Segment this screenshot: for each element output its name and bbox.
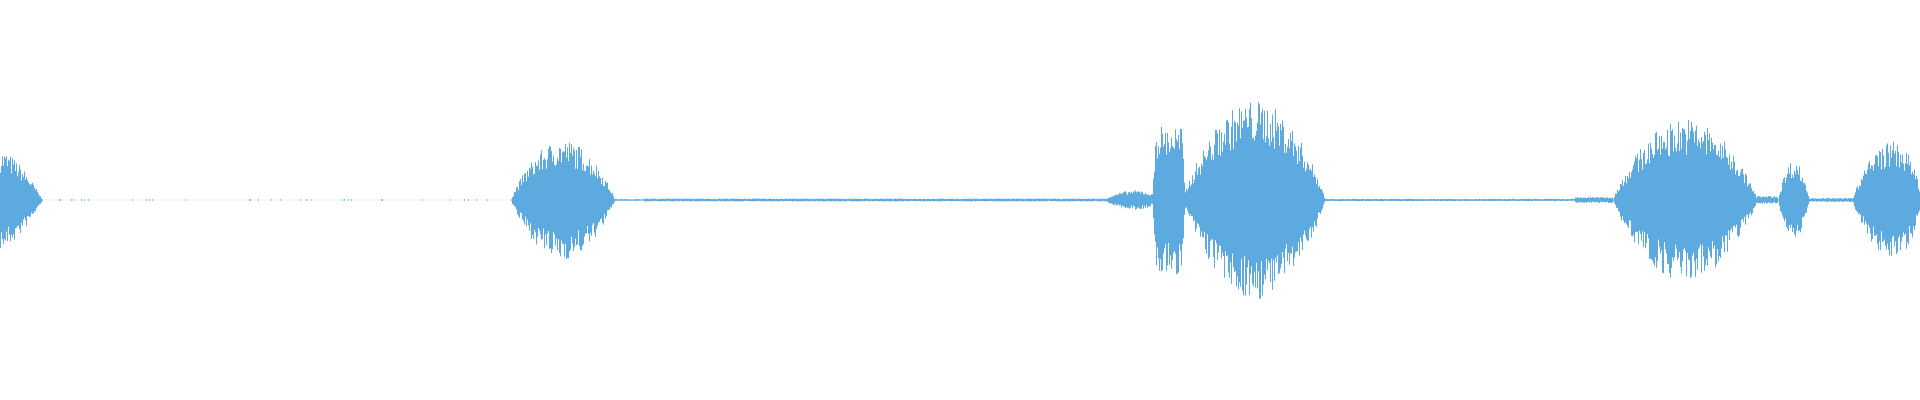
waveform-bars (0, 102, 1920, 299)
waveform-path (0, 102, 1920, 299)
